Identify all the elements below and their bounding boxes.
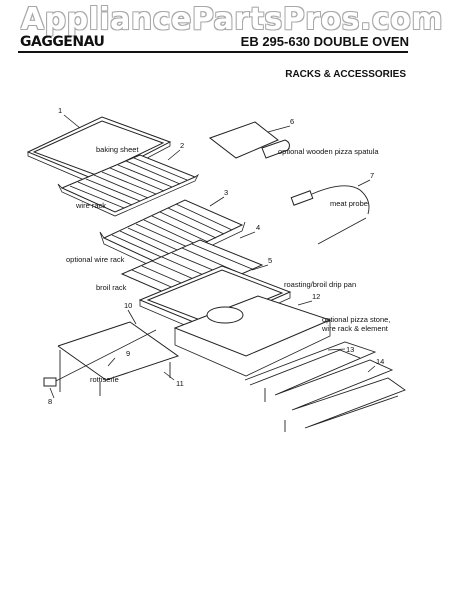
label-pizza-stone-line-1: optional pizza stone, — [322, 315, 390, 324]
wire-rack-grid — [69, 157, 188, 209]
callout-12: 12 — [312, 292, 320, 301]
label-optional-wire-rack: optional wire rack — [66, 255, 125, 264]
header-rule — [18, 51, 408, 53]
section-title: RACKS & ACCESSORIES — [285, 69, 406, 80]
leader-lines — [49, 114, 376, 399]
label-drip-pan: roasting/broil drip pan — [284, 280, 356, 289]
label-wire-rack: wire rack — [75, 201, 106, 210]
pizza-stone-part — [173, 295, 332, 377]
callout-9: 9 — [126, 349, 130, 358]
label-pizza-stone-line-2: wire rack & element — [321, 324, 389, 333]
callout-14: 14 — [376, 357, 384, 366]
callout-2: 2 — [180, 141, 184, 150]
optional-wire-rack-part — [99, 199, 246, 271]
callout-4: 4 — [256, 223, 260, 232]
pizza-spatula-part — [208, 121, 290, 159]
label-meat-probe: meat probe — [330, 199, 368, 208]
label-rottiserie: rottiserie — [90, 375, 119, 384]
heating-element-part — [244, 341, 406, 432]
label-baking-sheet: baking sheet — [96, 145, 139, 154]
callout-7: 7 — [370, 171, 374, 180]
callout-10: 10 — [124, 301, 132, 310]
brand-logo: GAGGENAU — [20, 34, 105, 50]
callout-11: 11 — [176, 379, 184, 388]
callout-6: 6 — [290, 117, 294, 126]
optional-wire-rack-grid — [111, 203, 233, 261]
callout-5: 5 — [268, 256, 272, 265]
label-pizza-spatula: optional wooden pizza spatula — [278, 147, 379, 156]
label-broil-rack: broil rack — [96, 283, 127, 292]
meat-probe-part — [290, 185, 370, 245]
model-title: EB 295-630 DOUBLE OVEN — [240, 34, 409, 49]
callout-3: 3 — [224, 188, 228, 197]
callout-1: 1 — [58, 106, 62, 115]
rotisserie-part — [43, 321, 180, 396]
baking-sheet-part — [26, 116, 172, 186]
watermark: AppliancePartsPros.com — [20, 2, 444, 37]
callout-8: 8 — [48, 397, 52, 406]
wire-rack-part — [57, 154, 200, 217]
callout-13: 13 — [346, 345, 354, 354]
